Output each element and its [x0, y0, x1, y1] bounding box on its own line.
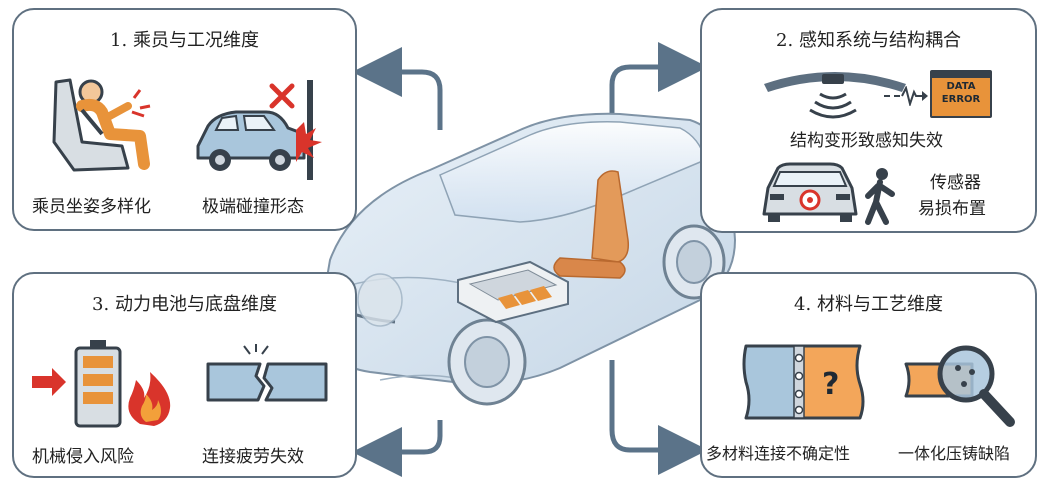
panel-crew-conditions: 1. 乘员与工况维度 乘员坐姿多样化 极端碰撞形态	[12, 8, 357, 231]
arrow-to-material	[612, 360, 688, 450]
label-occupant-posture: 乘员坐姿多样化	[32, 192, 151, 217]
label-sensor-2: 易损布置	[918, 194, 986, 219]
car-front-sensor-icon	[760, 160, 860, 224]
svg-text:?: ?	[822, 367, 839, 402]
arrow-to-crew	[372, 72, 440, 130]
cracked-beam-icon	[206, 344, 330, 414]
seated-occupant-icon	[36, 72, 166, 182]
label-sensor-1: 传感器	[930, 168, 981, 193]
arrow-to-battery	[372, 420, 440, 452]
magnifier-casting-icon	[902, 334, 1018, 430]
label-deformation-failure: 结构变形致感知失效	[790, 126, 943, 151]
panel-title: 1. 乘员与工况维度	[14, 26, 355, 52]
label-multi-material: 多材料连接不确定性	[706, 440, 850, 464]
panel-title: 2. 感知系统与结构耦合	[702, 26, 1035, 52]
data-error-text-2: ERROR	[932, 93, 990, 106]
battery-intrusion-icon	[28, 336, 178, 428]
label-casting-defect: 一体化压铸缺陷	[898, 440, 1010, 464]
data-error-icon: DATA ERROR	[930, 70, 992, 118]
signal-break-icon	[884, 86, 928, 106]
car-crash-icon	[192, 72, 340, 184]
data-error-text-1: DATA	[932, 80, 990, 93]
label-mechanical-intrusion: 机械侵入风险	[32, 442, 134, 467]
pedestrian-icon	[862, 168, 898, 226]
car-body	[318, 114, 735, 404]
label-extreme-crash: 极端碰撞形态	[202, 192, 304, 217]
panel-material-process: 4. 材料与工艺维度 ? 多材料连接不确定性 一体化压铸缺陷	[700, 272, 1037, 478]
label-fatigue-failure: 连接疲劳失效	[202, 442, 304, 467]
panel-title: 3. 动力电池与底盘维度	[14, 290, 355, 316]
fire-icon	[128, 372, 170, 426]
panel-perception-coupling: 2. 感知系统与结构耦合 DATA ERROR 结构变形致感知失效 传感器 易损…	[700, 8, 1037, 233]
multi-material-joint-icon: ?	[742, 340, 866, 424]
panel-title: 4. 材料与工艺维度	[702, 290, 1035, 316]
panel-battery-chassis: 3. 动力电池与底盘维度 机械侵入风险 连接疲劳失效	[12, 272, 357, 478]
